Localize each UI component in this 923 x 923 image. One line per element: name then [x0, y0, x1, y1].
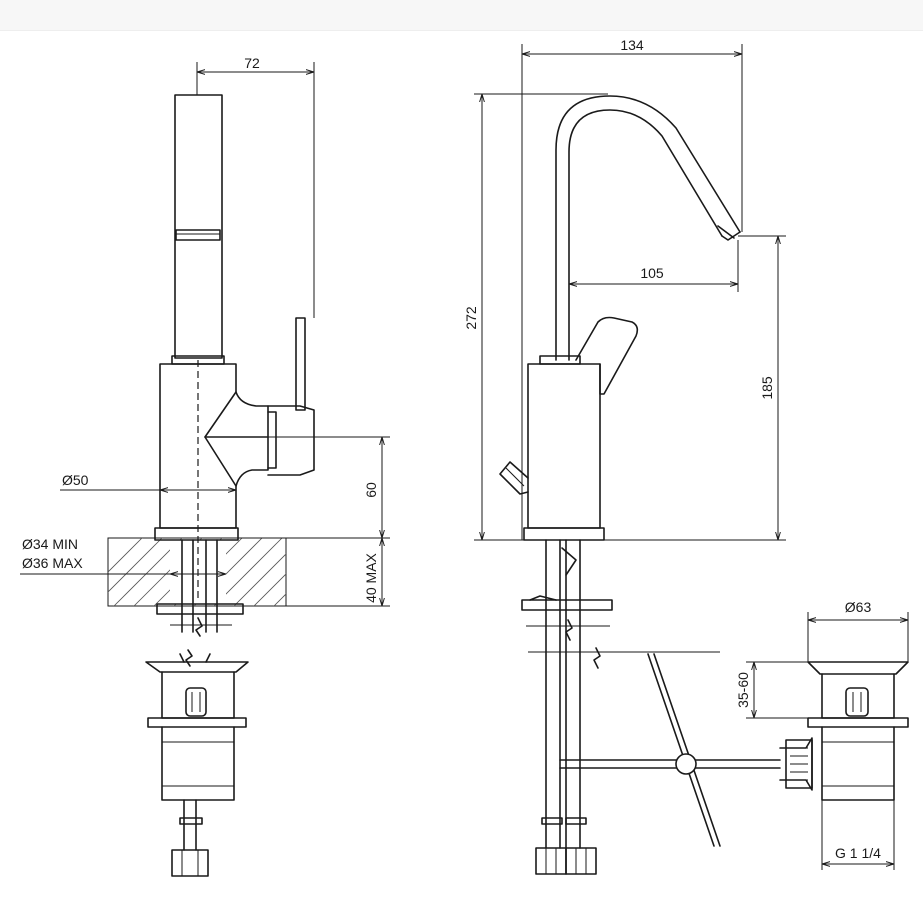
dim-spout-reach: 105 — [569, 240, 739, 292]
front-body — [154, 363, 269, 541]
side-body — [499, 355, 605, 541]
side-hoses — [535, 817, 597, 875]
dim-waste-thread: G 1 1/4 — [821, 800, 895, 870]
dim-diameter-50-label: Ø50 — [62, 472, 89, 488]
dim-hole-min-label: Ø34 MIN — [22, 536, 78, 552]
dim-lever-height: 60 — [240, 436, 390, 539]
dim-35-60-label: 35-60 — [735, 672, 751, 708]
dim-105-label: 105 — [640, 265, 664, 281]
front-spout — [171, 94, 225, 365]
dim-front-width: 72 — [196, 55, 315, 318]
dim-272-label: 272 — [463, 306, 479, 330]
dim-hole-max-label: Ø36 MAX — [22, 555, 83, 571]
dim-diameter-63-label: Ø63 — [845, 599, 872, 615]
front-waste — [145, 649, 249, 801]
front-underdeck — [156, 539, 244, 637]
dim-body-diameter: Ø50 — [60, 472, 236, 490]
dim-134-label: 134 — [620, 37, 644, 53]
dim-72-label: 72 — [244, 55, 260, 71]
dim-hole-diameter: Ø34 MIN Ø36 MAX — [20, 536, 226, 574]
front-lever — [267, 317, 315, 476]
dim-total-height: 272 — [463, 93, 608, 541]
side-spout — [555, 95, 741, 361]
dim-40max-label: 40 MAX — [363, 552, 379, 602]
dim-60-label: 60 — [363, 482, 379, 498]
dim-waste-diameter: Ø63 — [807, 599, 909, 662]
side-view: 134 272 105 185 Ø63 — [463, 37, 909, 875]
side-lever — [575, 316, 639, 395]
dim-deck-thickness: 40 MAX — [286, 538, 390, 607]
dim-185-label: 185 — [759, 376, 775, 400]
side-waste — [779, 661, 909, 801]
front-view: 72 Ø50 Ø34 MIN Ø36 MAX 60 40 MAX — [20, 55, 390, 877]
front-hoses — [171, 799, 209, 877]
dim-total-width: 134 — [521, 37, 743, 540]
side-popup-rod — [559, 653, 781, 847]
dim-waste-depth: 35-60 — [735, 661, 808, 719]
top-bar — [0, 0, 923, 31]
dim-spout-height: 185 — [604, 235, 786, 541]
side-underdeck — [521, 539, 720, 849]
dim-g114-label: G 1 1/4 — [835, 845, 881, 861]
